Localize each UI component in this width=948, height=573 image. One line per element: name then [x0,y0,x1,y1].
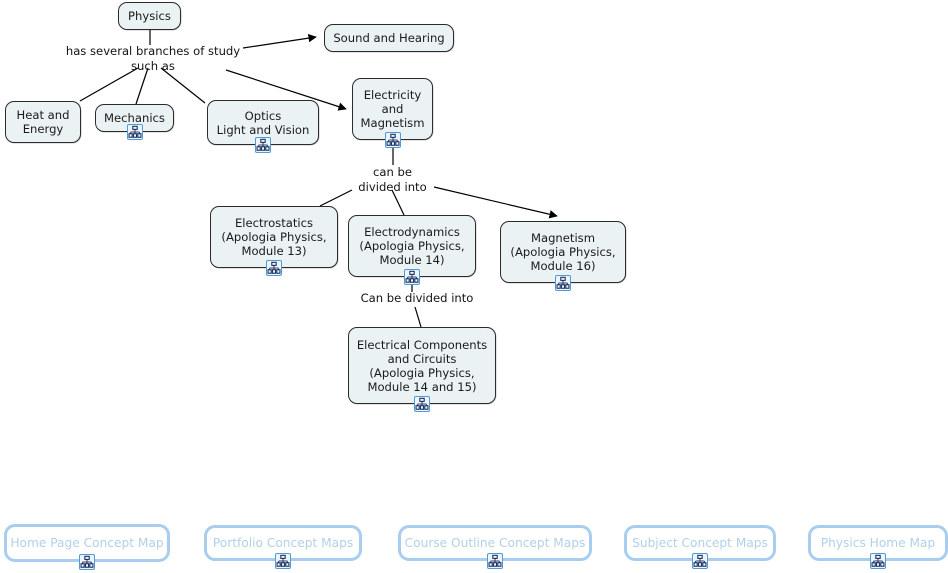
node-label: Mechanics [104,111,165,125]
node-label: Optics Light and Vision [216,108,310,137]
link-label-canbedivided: Can be divided into [360,291,474,305]
edge-branches-to-sound [242,33,317,49]
concept-map-tree-icon[interactable] [255,137,271,153]
concept-map-tree-icon[interactable] [487,553,503,569]
nav-button-label: Portfolio Concept Maps [212,535,354,550]
node-magnetism[interactable]: Magnetism (Apologia Physics, Module 16) [500,221,626,283]
concept-map-tree-icon[interactable] [870,553,886,569]
node-heat[interactable]: Heat and Energy [5,101,81,143]
node-sound[interactable]: Sound and Hearing [324,24,454,52]
concept-map-tree-icon[interactable] [126,124,143,140]
concept-map-tree-icon[interactable] [79,554,95,570]
edge-canbedivided-to-components [414,306,422,328]
nav-button-label: Home Page Concept Map [10,535,164,550]
edge-dividedinto-to-electrostatics [319,189,353,207]
edge-dividedinto-to-magnetism [433,186,558,219]
concept-map-tree-icon[interactable] [384,132,401,148]
edge-branches-to-optics [160,67,206,104]
node-electrodynamics[interactable]: Electrodynamics (Apologia Physics, Modul… [348,215,476,277]
concept-map-tree-icon[interactable] [692,553,708,569]
concept-map-tree-icon[interactable] [555,275,571,291]
node-electrostatics[interactable]: Electrostatics (Apologia Physics, Module… [210,206,338,268]
node-components[interactable]: Electrical Components and Circuits (Apol… [348,327,496,404]
node-label: Physics [128,9,171,23]
edge-branches-to-mechanics [135,67,149,105]
nav-button-label: Subject Concept Maps [632,535,768,550]
link-label-dividedinto: can be divided into [358,165,427,194]
concept-map-tree-icon[interactable] [404,269,420,285]
nav-button-label: Course Outline Concept Maps [404,535,586,550]
node-label: Electrostatics (Apologia Physics, Module… [221,216,327,258]
node-label: Magnetism (Apologia Physics, Module 16) [510,231,616,273]
node-physics[interactable]: Physics [118,2,181,30]
concept-map-tree-icon[interactable] [266,260,282,276]
node-electricity[interactable]: Electricity and Magnetism [352,78,433,140]
link-label-branches: has several branches of study such as [65,44,241,73]
node-label: Electrical Components and Circuits (Apol… [356,337,488,394]
node-label: Heat and Energy [16,108,70,136]
node-label: Electrodynamics (Apologia Physics, Modul… [359,225,465,267]
nav-button-label: Physics Home Map [820,535,936,550]
node-optics[interactable]: Optics Light and Vision [207,100,319,145]
concept-map-tree-icon[interactable] [275,553,291,569]
node-label: Sound and Hearing [333,31,445,45]
concept-map-tree-icon[interactable] [414,396,430,412]
node-label: Electricity and Magnetism [360,88,425,130]
